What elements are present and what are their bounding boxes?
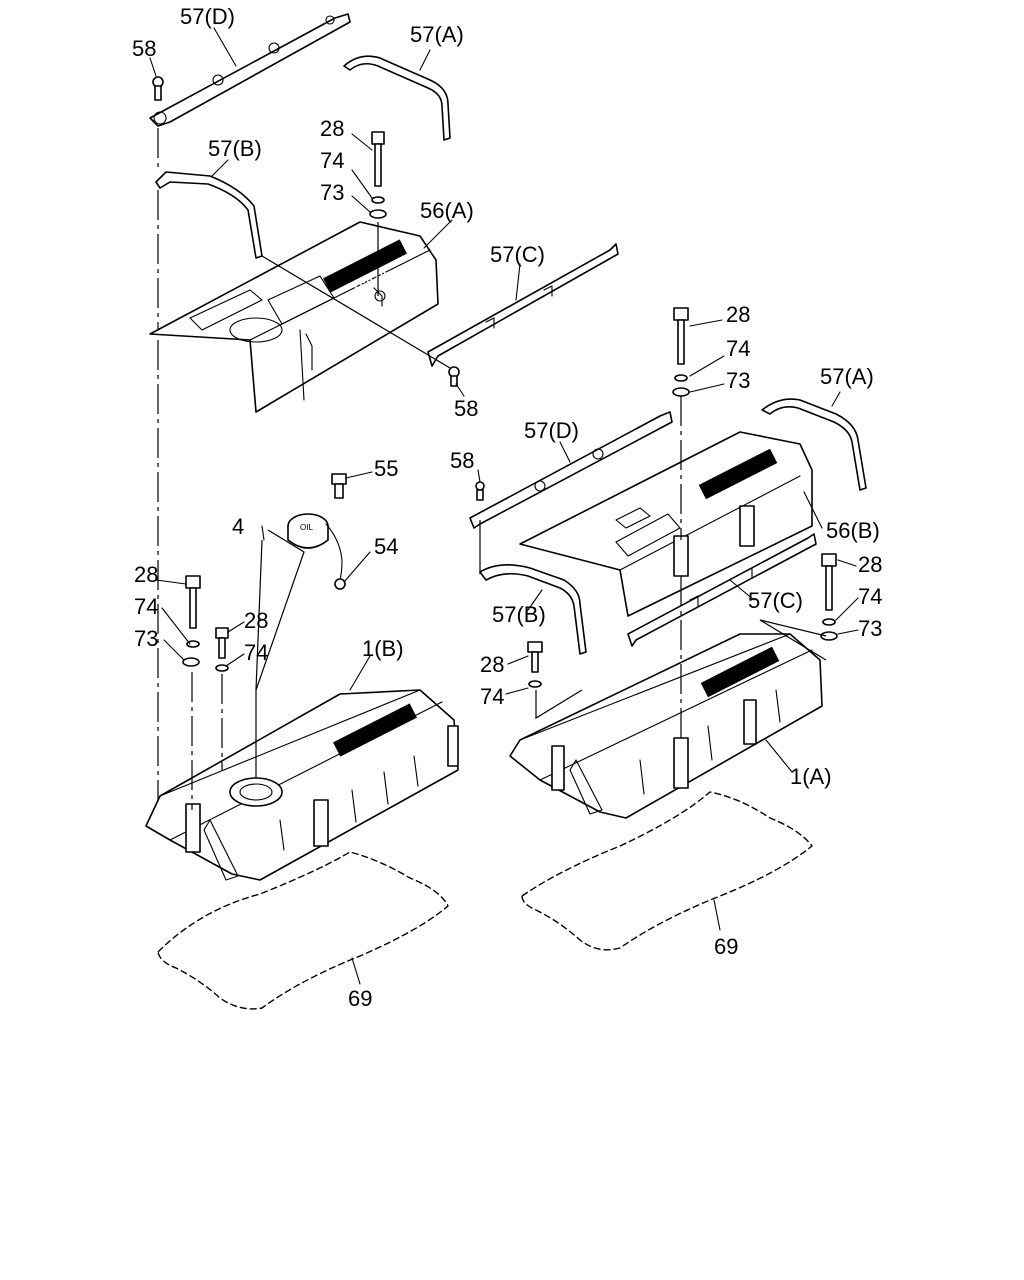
- right-center-lines: [479, 396, 827, 740]
- label-73-far: 73: [858, 616, 882, 641]
- label-74-left2: 74: [244, 640, 268, 665]
- bracket-57c-left: [427, 243, 619, 367]
- callout-labels: 57(D) 57(A) 58 28 57(B) 74 73 56(A) 57(C…: [132, 4, 882, 1011]
- bolt-58-mid: [448, 366, 460, 387]
- cover-56a: ISUZU: [149, 221, 439, 413]
- label-69-right: 69: [714, 934, 738, 959]
- bolt-28-mid: [527, 641, 543, 688]
- label-73-left: 73: [134, 626, 158, 651]
- label-1b: 1(B): [362, 636, 404, 661]
- leader-lines: [149, 27, 859, 985]
- label-57c-top: 57(C): [490, 242, 545, 267]
- head-cover-1b: ISUZU: [145, 689, 459, 881]
- label-74-left: 74: [134, 594, 158, 619]
- label-56b: 56(B): [826, 518, 880, 543]
- head-cover-1a: ISUZU: [509, 633, 823, 819]
- label-69-left: 69: [348, 986, 372, 1011]
- label-54: 54: [374, 534, 398, 559]
- bracket-57b-right: [479, 564, 587, 655]
- bolt-28-left: [182, 575, 201, 667]
- bolt-58-top: [152, 76, 164, 101]
- label-73-top: 73: [320, 180, 344, 205]
- bracket-57c-right: [627, 533, 817, 647]
- gasket-69-right: [521, 791, 813, 951]
- label-28-right: 28: [726, 302, 750, 327]
- label-74-top: 74: [320, 148, 344, 173]
- bolt-28-right: [672, 307, 690, 397]
- label-58-mid: 58: [454, 396, 478, 421]
- bracket-57d-right: [469, 411, 673, 529]
- label-57a-right: 57(A): [820, 364, 874, 389]
- label-28-left2: 28: [244, 608, 268, 633]
- label-57b-right: 57(B): [492, 602, 546, 627]
- bracket-57b-left: [155, 171, 263, 259]
- oil-filler-cap-4: OIL: [287, 473, 347, 590]
- bolt-28-left2: [215, 627, 229, 672]
- label-4: 4: [232, 514, 244, 539]
- bolt-28-far: [820, 553, 838, 641]
- label-73-right: 73: [726, 368, 750, 393]
- label-56a: 56(A): [420, 198, 474, 223]
- bracket-57a-left: [343, 55, 451, 141]
- label-28-top: 28: [320, 116, 344, 141]
- label-55: 55: [374, 456, 398, 481]
- bolt-58-right: [475, 481, 485, 501]
- label-28-far: 28: [858, 552, 882, 577]
- oil-cap-text: OIL: [300, 523, 313, 532]
- label-74-right: 74: [726, 336, 750, 361]
- bolt-28-top: [369, 131, 387, 219]
- gasket-69-left: [157, 851, 449, 1010]
- label-57c-right: 57(C): [748, 588, 803, 613]
- label-58-right: 58: [450, 448, 474, 473]
- label-57d-right: 57(D): [524, 418, 579, 443]
- label-57d-top: 57(D): [180, 4, 235, 29]
- label-57a-top: 57(A): [410, 22, 464, 47]
- label-1a: 1(A): [790, 764, 832, 789]
- left-center-lines: [157, 128, 451, 810]
- label-74-far: 74: [858, 584, 882, 609]
- bracket-57a-right: [761, 398, 867, 491]
- bracket-57d-left: [149, 13, 351, 127]
- label-74-mid2: 74: [480, 684, 504, 709]
- label-28-mid2: 28: [480, 652, 504, 677]
- label-58-top: 58: [132, 36, 156, 61]
- label-28-left: 28: [134, 562, 158, 587]
- label-57b-top: 57(B): [208, 136, 262, 161]
